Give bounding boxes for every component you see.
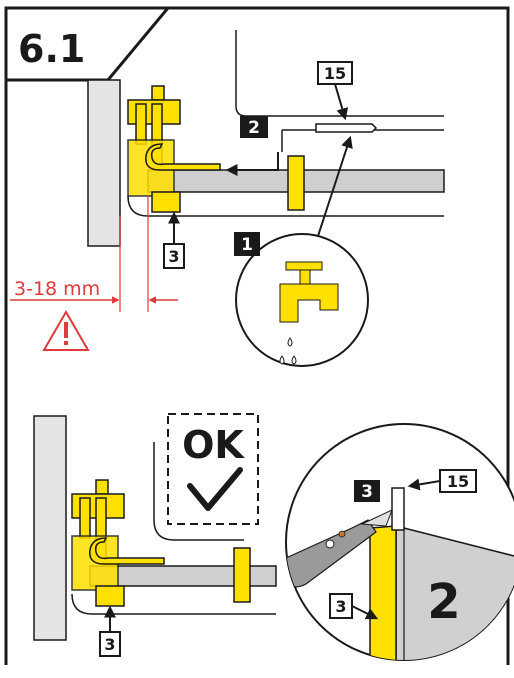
callout-15-top: 15 [317, 61, 353, 121]
svg-text:15: 15 [324, 64, 346, 83]
callout-3-bottom: 3 [99, 605, 121, 657]
wall-bottom [33, 415, 67, 641]
yellow-bracket-top [127, 85, 221, 213]
measurement: 3-18 mm [10, 196, 178, 312]
wall-top [87, 79, 121, 247]
water-drops [279, 337, 297, 365]
checkmark-icon [187, 467, 243, 511]
panel-number: 2 [427, 574, 460, 630]
water-tap-icon [279, 261, 339, 323]
step-badge: 6.1 [4, 6, 172, 82]
svg-text:15: 15 [447, 472, 469, 491]
yellow-clamp-top [287, 155, 305, 211]
ok-box: OK [167, 413, 259, 525]
svg-text:3: 3 [104, 635, 115, 654]
step-1-badge: 1 [234, 232, 260, 256]
cutting-detail: 2 3 15 3 [285, 423, 514, 661]
callout-3-detail: 3 [329, 593, 379, 620]
top-scene: 15 2 3 3-18 mm [10, 30, 445, 351]
svg-text:3: 3 [335, 597, 346, 616]
utility-knife-icon [286, 509, 393, 588]
strip-15-vertical [391, 487, 405, 531]
page-frame [4, 6, 510, 665]
ok-label: OK [182, 423, 245, 467]
step-number: 6.1 [18, 27, 85, 71]
yellow-clamp-bottom [233, 547, 251, 603]
bottom-scene: 3 OK [33, 413, 277, 657]
callout-3-top: 3 [163, 211, 185, 269]
tap-detail: 1 [234, 135, 369, 367]
strip-15 [315, 123, 378, 133]
svg-text:3: 3 [168, 247, 179, 266]
callout-15-detail: 15 [407, 469, 477, 493]
svg-text:3: 3 [361, 482, 373, 502]
svg-text:1: 1 [241, 235, 253, 255]
yellow-bracket-bottom [71, 479, 165, 607]
warning-triangle-icon [42, 310, 90, 351]
step-2-badge: 2 [240, 116, 268, 138]
measurement-label: 3-18 mm [14, 278, 100, 300]
svg-text:2: 2 [248, 118, 260, 138]
step-3-badge: 3 [354, 480, 380, 502]
